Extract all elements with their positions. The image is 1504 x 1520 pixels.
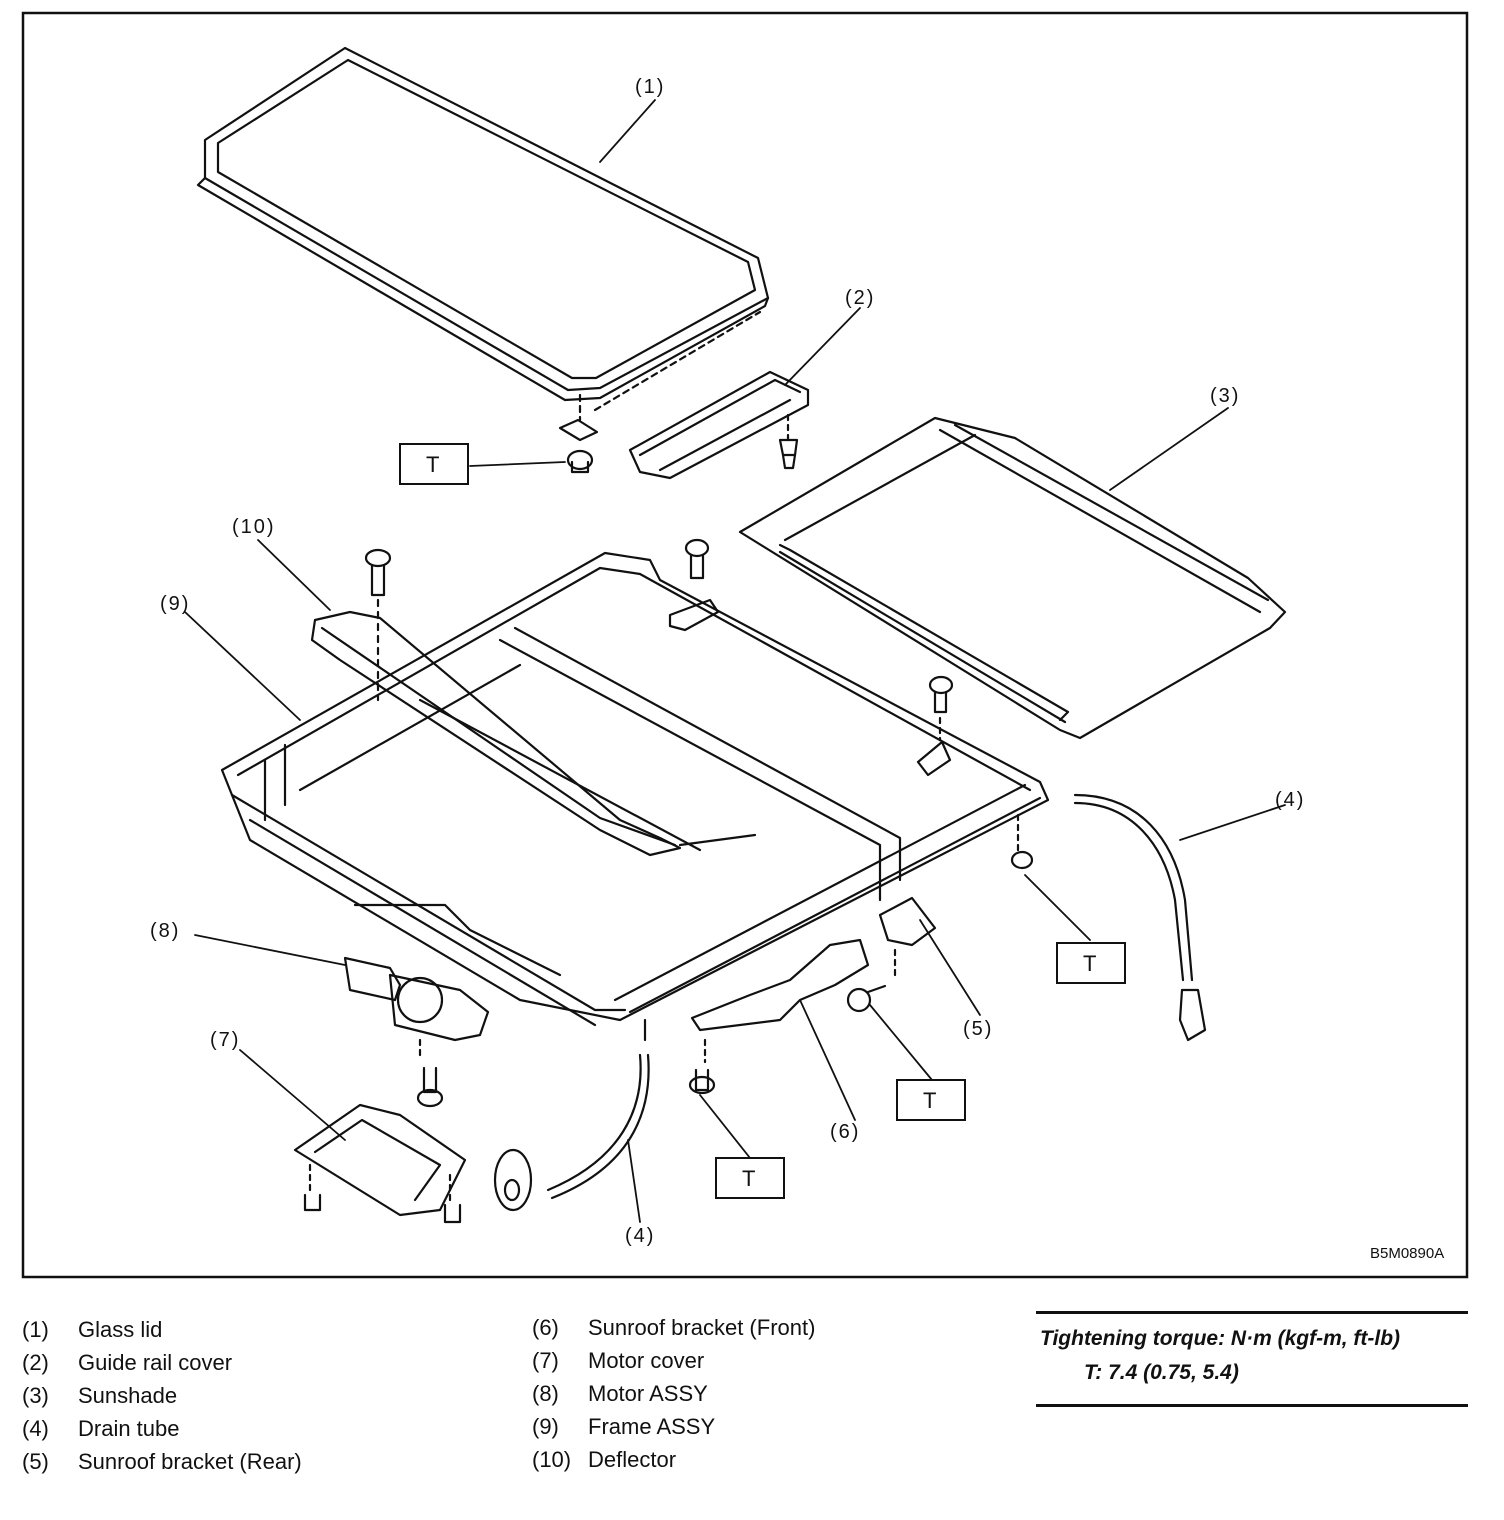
drain-tube-part [493,793,1207,1212]
callout-6: (6) [830,1121,860,1143]
legend-item: (10) Deflector [532,1443,815,1476]
legend-item: (3) Sunshade [22,1379,302,1412]
guide-rail-cover-part [628,370,810,480]
figure-border [21,11,1469,1279]
callout-2: (2) [845,287,875,309]
legend-item: (9) Frame ASSY [532,1410,815,1443]
exploded-parts-diagram: (1) (2) (3) (4) (4) (5) (6) (7) (8) (9) … [21,11,1469,1279]
legend-number: (9) [532,1414,559,1439]
torque-box-label: T [742,1166,755,1191]
frame-assy-part [220,551,1050,1042]
callout-7: (7) [210,1029,240,1051]
parts-legend-left: (1) Glass lid (2) Guide rail cover (3) Suns… [22,1313,302,1478]
torque-heading: Tightening torque: N·m (kgf-m, ft-lb) [1040,1327,1401,1350]
legend-number: (4) [22,1416,49,1441]
legend-name: Sunshade [78,1383,178,1408]
legend-item: (6) Sunroof bracket (Front) [532,1311,815,1344]
legend-item: (4) Drain tube [22,1412,302,1445]
legend-number: (6) [532,1315,559,1340]
torque-box: T [715,1157,785,1199]
torque-box: T [399,443,469,485]
legend-name: Deflector [588,1447,677,1472]
legend-name: Sunroof bracket (Rear) [78,1449,302,1474]
callout-10: (10) [232,516,276,538]
torque-box-label: T [923,1088,936,1113]
motor-assy-part [343,956,490,1108]
callout-9: (9) [160,593,190,615]
sunroof-bracket-front-part [688,938,870,1095]
legend-name: Sunroof bracket (Front) [588,1315,816,1340]
legend-name: Frame ASSY [588,1414,716,1439]
legend-number: (1) [22,1317,49,1342]
parts-legend-right: (6) Sunroof bracket (Front) (7) Motor cove… [532,1311,815,1476]
deflector-part [310,610,757,857]
callout-4-upper: (4) [1275,789,1305,811]
legend-number: (5) [22,1449,49,1474]
torque-box-label: T [1083,951,1096,976]
callout-8: (8) [150,920,180,942]
torque-box-label: T [426,452,439,477]
legend-item: (1) Glass lid [22,1313,302,1346]
glass-lid-part [196,46,770,474]
legend-name: Motor ASSY [588,1381,708,1406]
callout-5: (5) [963,1018,993,1040]
legend-item: (8) Motor ASSY [532,1377,815,1410]
fastener-set [364,538,1034,870]
sunshade-part [738,416,1287,740]
callout-1: (1) [635,76,665,98]
callout-3: (3) [1210,385,1240,407]
legend-name: Glass lid [78,1317,163,1342]
legend-number: (10) [532,1447,572,1472]
torque-spec-box: Tightening torque: N·m (kgf-m, ft-lb) T:… [1036,1311,1468,1407]
torque-box: T [896,1079,966,1121]
legend-item: (2) Guide rail cover [22,1346,302,1379]
legend-number: (7) [532,1348,559,1373]
legend-name: Drain tube [78,1416,180,1441]
legend-number: (2) [22,1350,49,1375]
legend-item: (5) Sunroof bracket (Rear) [22,1445,302,1478]
leader-lines [184,99,1286,1223]
legend-number: (8) [532,1381,559,1406]
torque-box: T [1056,942,1126,984]
legend-name: Guide rail cover [78,1350,233,1375]
legend-name: Motor cover [588,1348,705,1373]
figure-code: B5M0890A [1370,1245,1444,1262]
torque-value: T: 7.4 (0.75, 5.4) [1084,1361,1239,1384]
callout-4-lower: (4) [625,1225,655,1247]
sunroof-bracket-rear-part [846,896,937,1013]
legend-number: (3) [22,1383,49,1408]
motor-cover-part [293,1103,467,1224]
legend-item: (7) Motor cover [532,1344,815,1377]
